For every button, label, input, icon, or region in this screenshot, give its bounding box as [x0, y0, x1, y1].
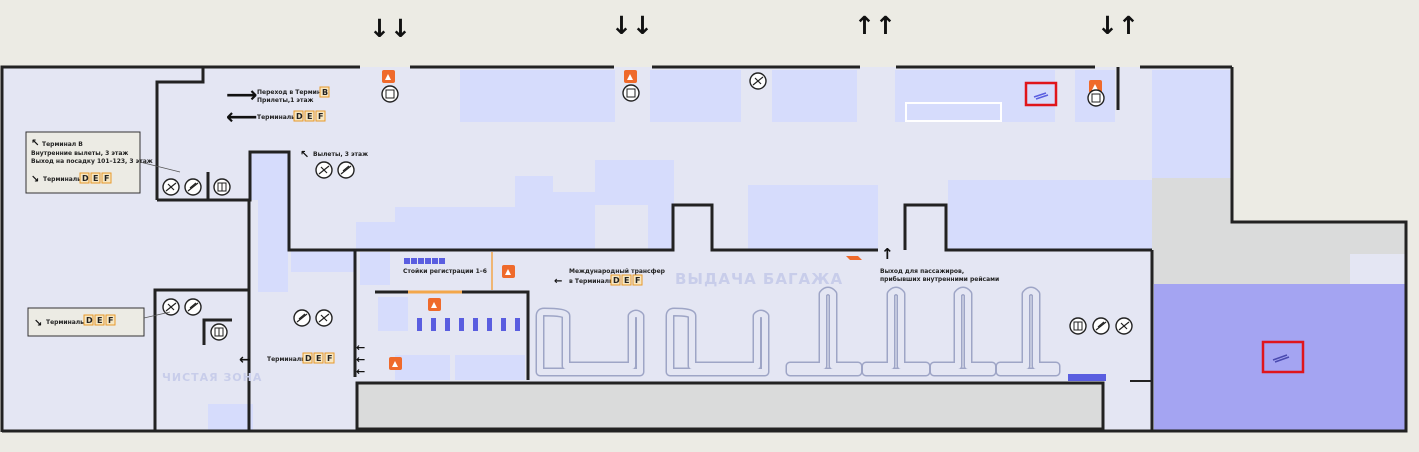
terminal-badges: D E F [610, 274, 643, 286]
escalator-icon[interactable] [162, 178, 180, 196]
transfer-line1: Переход в Терминал [257, 89, 329, 96]
terminal-badges: D E F [79, 172, 112, 184]
baggage-carousels [535, 286, 1061, 377]
zone-baggage-claim: ВЫДАЧА БАГАЖА [675, 270, 843, 288]
arrow-icon: ↑↑ [854, 11, 896, 40]
arrow-icon: ⟶ [226, 83, 258, 108]
terminals-label: Терминалы [267, 356, 307, 363]
elevator-icon[interactable] [381, 85, 399, 103]
terminal-badge-b: B [319, 86, 330, 98]
escalator-icon[interactable] [184, 178, 202, 196]
transfer-line2: Прилеты,1 этаж [257, 97, 314, 104]
restaurant-icon[interactable] [382, 70, 395, 83]
location-marker-icon[interactable] [1261, 340, 1305, 374]
svg-text:E: E [316, 354, 321, 363]
escalator-icon[interactable] [315, 309, 333, 327]
escalator-icon[interactable] [1092, 317, 1110, 335]
terminals-label: Терминалы [257, 114, 297, 121]
terminals-label: Терминалы [46, 319, 86, 326]
departures-label: Вылеты, 3 этаж [313, 151, 368, 158]
service-corridor [355, 381, 1105, 431]
arrow-icon: ← [239, 352, 251, 368]
svg-text:D: D [613, 276, 620, 285]
elevator-icon[interactable] [622, 84, 640, 102]
arrow-icon: ↘ [31, 174, 39, 185]
svg-text:F: F [108, 316, 113, 325]
restaurant-icon[interactable] [502, 265, 515, 278]
svg-text:E: E [97, 316, 102, 325]
checkin-counters-top [404, 258, 445, 264]
intl-transfer-line2: в Терминалы [569, 278, 614, 285]
exit-line1: Выход для пассажиров, [880, 268, 964, 275]
arrow-icon: ← [554, 276, 562, 287]
escalator-icon[interactable] [749, 72, 767, 90]
restaurant-icon[interactable] [389, 357, 402, 370]
terminal-badges: D E F [293, 110, 326, 122]
arrow-icon: ← [356, 365, 365, 378]
location-marker-icon[interactable] [1024, 81, 1058, 107]
escalator-icon[interactable] [337, 161, 355, 179]
exit-arrow-icon: ↑ [881, 245, 894, 263]
leader-line [139, 161, 181, 173]
svg-text:D: D [296, 112, 303, 121]
walls [0, 65, 1408, 433]
svg-text:E: E [93, 174, 98, 183]
svg-text:F: F [327, 354, 332, 363]
restaurant-icon[interactable] [428, 298, 441, 311]
rooms [208, 70, 1230, 430]
terminal-badges: D E F [302, 352, 335, 364]
escalator-icon[interactable] [162, 298, 180, 316]
arrow-icon: ← [356, 341, 365, 354]
service-icons [162, 72, 1133, 341]
arrow-icon: ⟵ [226, 105, 258, 130]
arrow-icon: ↖ [31, 138, 39, 149]
arrow-icon: ↓↓ [369, 14, 411, 43]
svg-text:D: D [82, 174, 89, 183]
svg-text:E: E [307, 112, 312, 121]
arrow-icon: ↓↓ [611, 11, 653, 40]
svg-text:B: B [322, 88, 328, 97]
terminals-label: Терминалы [43, 176, 83, 183]
terminal-badges: D E F [83, 314, 116, 326]
entrance-arrows: ↓↓ ↓↓ ↑↑ ↓↑ [369, 11, 1139, 43]
svg-text:E: E [624, 276, 629, 285]
svg-text:F: F [318, 112, 323, 121]
escalator-icon[interactable] [1115, 317, 1133, 335]
terminal-b-line2: Выход на посадку 101–123, 3 этаж [31, 158, 153, 165]
terminal-b-line1: Внутренние вылеты, 3 этаж [31, 150, 128, 157]
svg-text:D: D [305, 354, 312, 363]
arrow-icon: ↘ [34, 318, 42, 329]
checkin-counters-bottom [417, 318, 520, 331]
checkin-label: Стойки регистрации 1–6 [403, 268, 487, 275]
arrow-icon: ↓↑ [1097, 11, 1139, 40]
entry-arrows: ← ← ← [356, 341, 365, 378]
elevator-icon[interactable] [213, 178, 231, 196]
arrow-icon: ↖ [300, 148, 309, 161]
escalator-icon[interactable] [184, 298, 202, 316]
restaurant-icon[interactable] [624, 70, 637, 83]
belt-exit-marker [1068, 374, 1106, 381]
escalator-icon[interactable] [293, 309, 311, 327]
elevator-icon[interactable] [1069, 317, 1087, 335]
zone-clean: ЧИСТАЯ ЗОНА [162, 371, 262, 384]
svg-text:F: F [635, 276, 640, 285]
elevator-icon[interactable] [210, 323, 228, 341]
restaurant-icon[interactable] [846, 256, 862, 260]
svg-text:F: F [104, 174, 109, 183]
intl-transfer-line1: Международный трансфер [569, 268, 666, 275]
exit-line2: прибывших внутренними рейсами [880, 276, 999, 283]
svg-text:D: D [86, 316, 93, 325]
terminal-b-title: Терминал B [42, 141, 83, 148]
leader-line [143, 311, 171, 319]
elevator-icon[interactable] [1087, 89, 1105, 107]
arrow-icon: ← [356, 353, 365, 366]
escalator-icon[interactable] [315, 161, 333, 179]
